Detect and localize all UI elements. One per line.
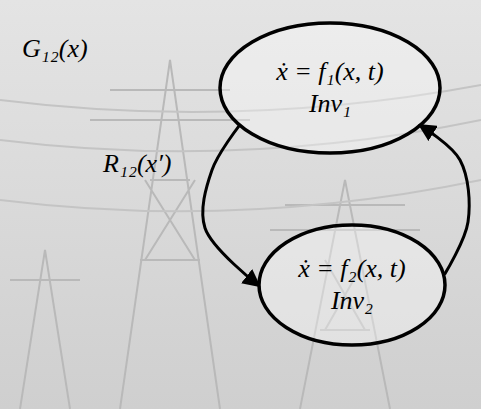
state-text: ẋ = f₁(x, t) [276,56,383,89]
ellipse-border [220,23,440,153]
state-text: ẋ = f₂(x, t) [298,253,405,286]
state-text: Inv₁ [309,88,351,121]
transition-arrow [203,126,258,285]
state-text: Inv₂ [331,285,373,318]
state-ellipse: ẋ = f₂(x, t)Inv₂ [257,223,447,347]
ellipse-outline [257,223,447,347]
reset-label: R₁₂(x′) [103,148,172,179]
ellipse-outline [218,21,442,155]
state-ellipse: ẋ = f₁(x, t)Inv₁ [218,21,442,155]
guard-label: G₁₂(x) [22,33,88,64]
ellipse-border [259,225,445,345]
